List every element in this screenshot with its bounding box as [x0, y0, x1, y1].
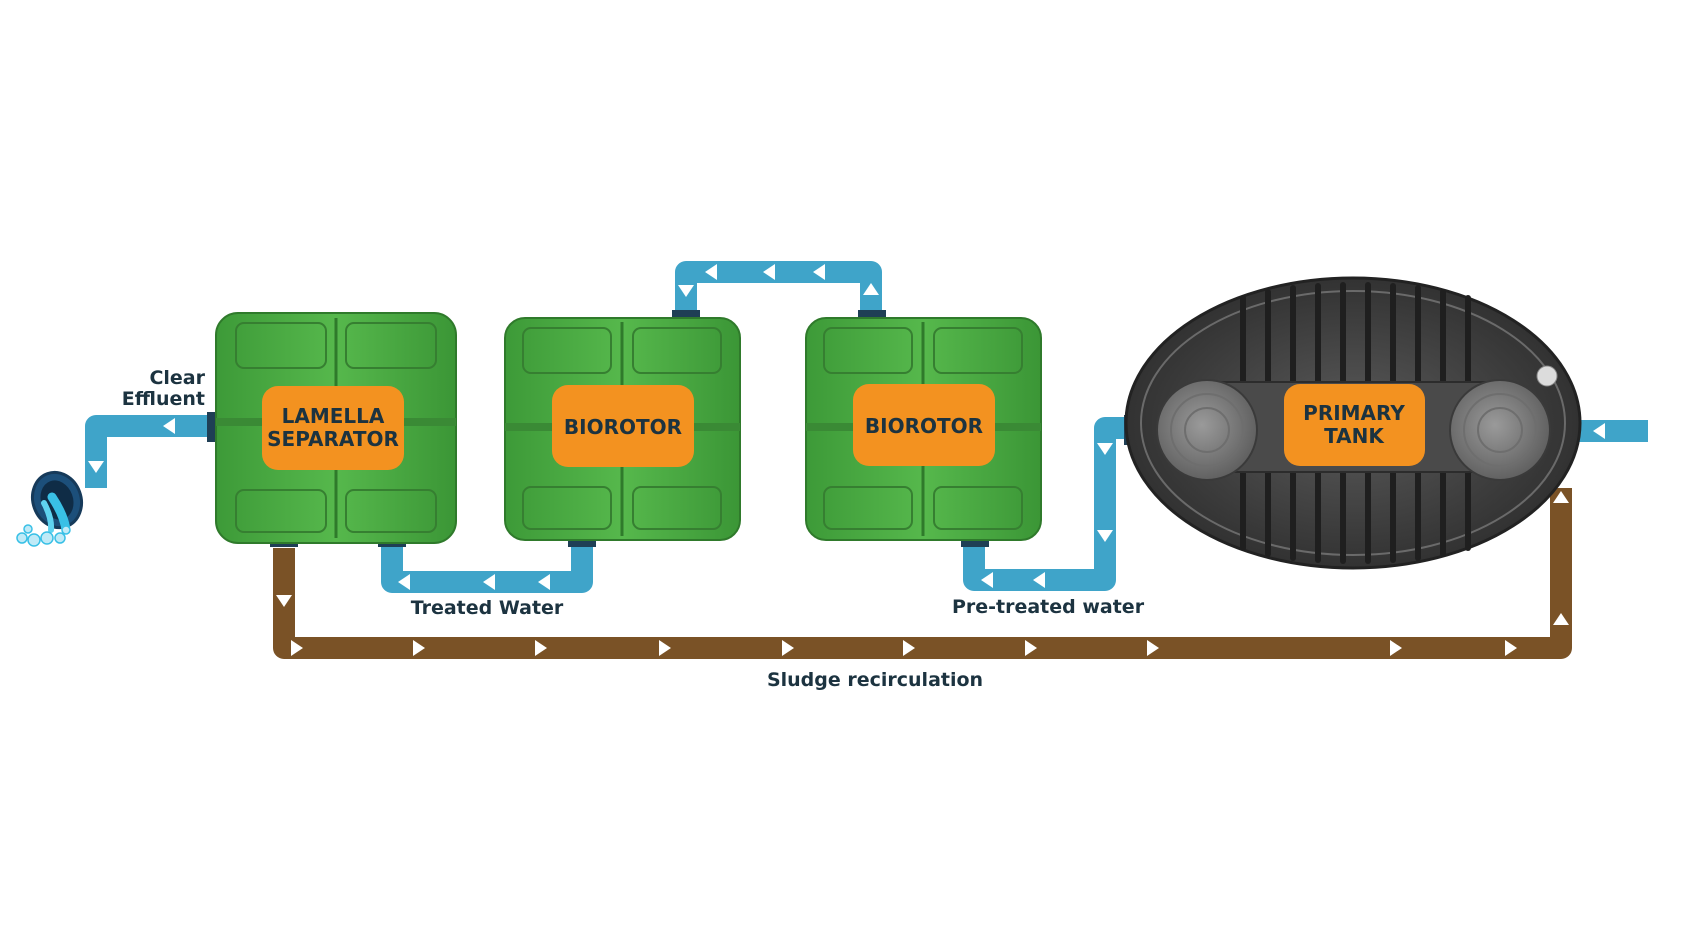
sludge-recirculation-label: Sludge recirculation	[767, 669, 983, 691]
flow-arrow-icon	[1097, 530, 1113, 542]
flow-arrow-icon	[398, 574, 410, 590]
clear-effluent-pipe	[85, 415, 214, 488]
flow-arrow-icon	[903, 640, 915, 656]
lamella-label-line2: SEPARATOR	[267, 427, 399, 451]
flow-arrow-icon	[1593, 423, 1605, 439]
flow-arrow-icon	[763, 264, 775, 280]
flow-arrows	[88, 264, 1605, 656]
flow-arrow-icon	[1553, 491, 1569, 503]
lamella-label-line1: LAMELLA	[282, 404, 385, 428]
flow-arrow-icon	[291, 640, 303, 656]
flow-arrow-icon	[483, 574, 495, 590]
pre-treated-water-label: Pre-treated water	[952, 596, 1145, 618]
treated-water-label: Treated Water	[411, 597, 564, 619]
biorotor-1-label: BIOROTOR	[564, 415, 682, 439]
flow-arrow-icon	[163, 418, 175, 434]
flow-arrow-icon	[705, 264, 717, 280]
primary-tank-unit: PRIMARY TANK	[1124, 276, 1582, 570]
flow-arrow-icon	[1390, 640, 1402, 656]
treated-water-pipe	[381, 545, 593, 593]
flow-arrow-icon	[813, 264, 825, 280]
flow-arrow-icon	[1025, 640, 1037, 656]
flow-arrow-icon	[1505, 640, 1517, 656]
flow-arrow-icon	[413, 640, 425, 656]
flow-arrow-icon	[276, 595, 292, 607]
flow-arrow-icon	[981, 572, 993, 588]
flow-arrow-icon	[659, 640, 671, 656]
outlet-pipe-icon	[16, 470, 84, 547]
flow-arrow-icon	[1097, 443, 1113, 455]
flow-arrow-icon	[863, 283, 879, 295]
biorotor-2-unit: BIOROTOR	[805, 317, 1042, 541]
flow-arrow-icon	[1033, 572, 1045, 588]
primary-tank-label-line2: TANK	[1324, 424, 1385, 448]
biorotor-1-unit: BIOROTOR	[504, 317, 741, 541]
flow-arrow-icon	[535, 640, 547, 656]
pre-treated-pipe	[963, 417, 1140, 591]
clear-effluent-label-line1: Clear	[149, 367, 205, 389]
lamella-separator-unit: LAMELLA SEPARATOR	[215, 312, 457, 544]
clear-effluent-label-line2: Effluent	[122, 388, 205, 410]
flow-arrow-icon	[88, 461, 104, 473]
flow-arrow-icon	[538, 574, 550, 590]
primary-tank-label-line1: PRIMARY	[1303, 401, 1405, 425]
bridge-pipe	[675, 261, 882, 318]
biorotor-2-label: BIOROTOR	[865, 414, 983, 438]
flow-arrow-icon	[782, 640, 794, 656]
flow-arrow-icon	[678, 285, 694, 297]
flow-arrow-icon	[1147, 640, 1159, 656]
flow-arrow-icon	[1553, 613, 1569, 625]
